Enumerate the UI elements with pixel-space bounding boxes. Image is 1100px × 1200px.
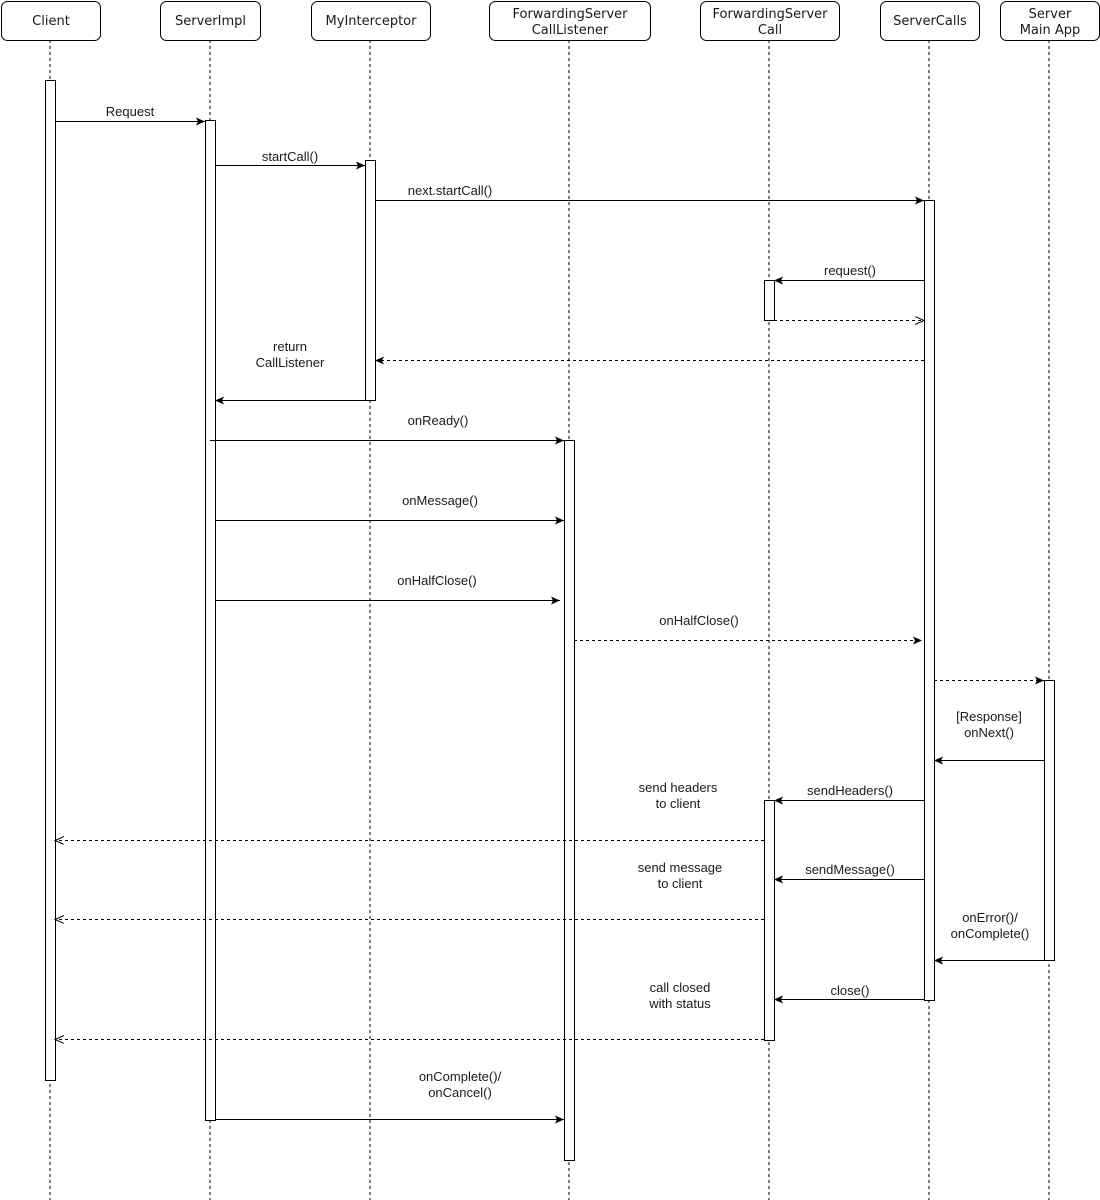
participant-box (489, 1, 651, 41)
message-arrow: [Response]onNext() (934, 709, 1044, 765)
message-arrow: startCall() (215, 149, 365, 170)
participant-label: Client (32, 14, 70, 29)
activation-bar-fwd-listener (564, 440, 575, 1161)
activation-bar-server-main-app (1044, 680, 1055, 961)
message-arrow: Request (55, 104, 205, 126)
message-label: sendMessage() (805, 862, 895, 877)
message-label: onComplete()/ (419, 1069, 502, 1084)
participant-box (311, 1, 431, 41)
participant-myinterceptor[interactable]: MyInterceptor (311, 1, 431, 41)
message-label: onNext() (964, 725, 1014, 740)
message-arrow: onError()/onComplete() (934, 910, 1044, 965)
message-label: sendHeaders() (807, 783, 893, 798)
message-label: onComplete() (951, 926, 1030, 941)
participant-label: ServerImpl (175, 14, 246, 29)
participant-box (700, 1, 840, 41)
message-label: send message (638, 860, 723, 875)
message-label: startCall() (262, 149, 318, 164)
participant-client[interactable]: Client (1, 1, 101, 41)
participant-serverimpl[interactable]: ServerImpl (160, 1, 261, 41)
message-arrow: onReady() (210, 413, 564, 445)
message-arrow: sendMessage() (774, 862, 924, 884)
participant-headers: Client ServerImpl MyInterceptor ForwardingS… (1, 1, 1100, 41)
participant-box (1, 1, 101, 41)
participant-label: ServerCalls (893, 14, 967, 29)
messages: Request startCall() next.startCall() reques… (55, 104, 1044, 1124)
participant-box (880, 1, 980, 41)
participant-label: ForwardingServer (712, 7, 828, 22)
activation-bar-fwd-call (764, 280, 775, 321)
message-label: onHalfClose() (659, 613, 738, 628)
participant-label: Server (1029, 7, 1072, 22)
message-label: send headers (639, 780, 718, 795)
participant-box (160, 1, 261, 41)
participant-label: Main App (1020, 23, 1081, 38)
participant-label: MyInterceptor (326, 14, 418, 29)
activation-bar-servercalls (924, 200, 935, 1001)
activation-bar-fwd-call (764, 800, 775, 1041)
participant-label: ForwardingServer (512, 7, 628, 22)
message-arrow: onHalfClose() (574, 613, 922, 645)
lifelines (49, 40, 1050, 1200)
activation-bar-myinterceptor (365, 160, 376, 401)
message-arrow: request() (774, 263, 924, 285)
message-label: close() (830, 983, 869, 998)
message-label: CallListener (256, 355, 325, 370)
activation-bar-client (45, 80, 56, 1081)
participant-label: CallListener (532, 23, 609, 38)
message-arrow: next.startCall() (375, 183, 924, 205)
participant-label: Call (758, 23, 782, 38)
message-label: onReady() (408, 413, 469, 428)
message-label: Request (106, 104, 155, 119)
message-label: onError()/ (962, 910, 1018, 925)
message-arrow: sendHeaders() (774, 783, 924, 805)
message-arrow: onHalfClose() (215, 573, 560, 605)
message-label: request() (824, 263, 876, 278)
activation-bars (45, 80, 1055, 1161)
participant-servercalls[interactable]: ServerCalls (880, 1, 980, 41)
message-label: [Response] (956, 709, 1022, 724)
message-arrow: close() (774, 983, 924, 1004)
message-label: onHalfClose() (397, 573, 476, 588)
message-label: onMessage() (402, 493, 478, 508)
message-arrow: onComplete()/onCancel() (215, 1069, 564, 1124)
message-label: call closed (650, 980, 711, 995)
message-arrow: onMessage() (215, 493, 564, 525)
message-label: with status (648, 996, 711, 1011)
message-label: return (273, 339, 307, 354)
activation-bar-serverimpl (205, 120, 216, 1121)
message-label: next.startCall() (408, 183, 493, 198)
message-label: onCancel() (428, 1085, 492, 1100)
message-label: to client (656, 796, 701, 811)
message-label: to client (658, 876, 703, 891)
